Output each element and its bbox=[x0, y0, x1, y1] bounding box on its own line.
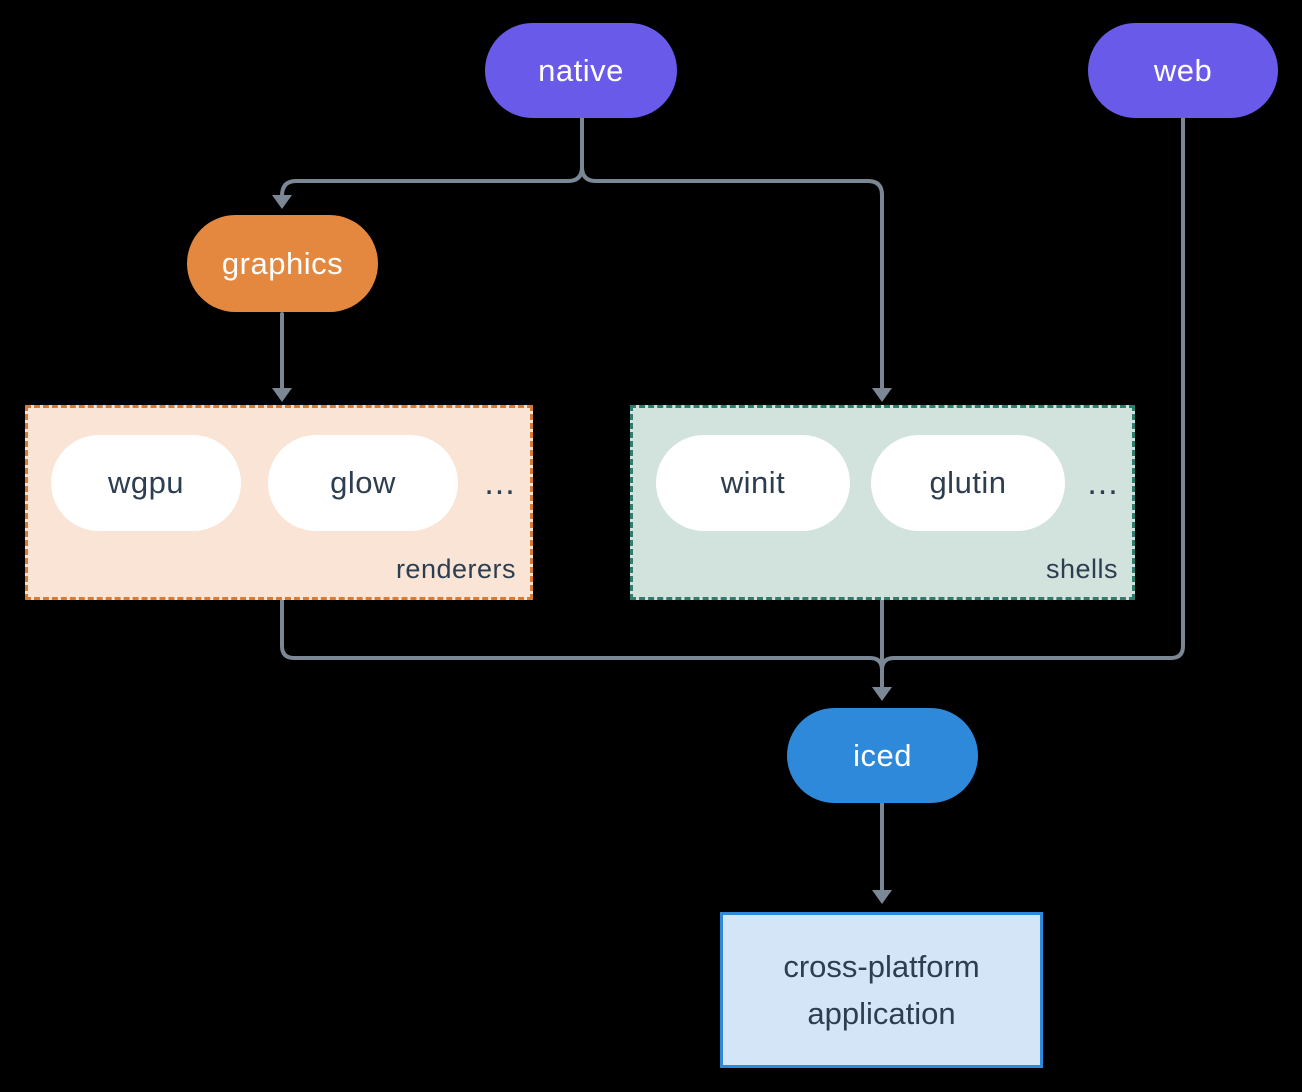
arrowhead-into-graphics bbox=[272, 195, 292, 209]
arrowhead-into-shells bbox=[872, 388, 892, 402]
renderers-ellipsis: ... bbox=[484, 463, 516, 502]
edge-native-to-shells bbox=[580, 165, 884, 391]
arrowhead-into-application bbox=[872, 890, 892, 904]
arrowhead-into-renderers bbox=[272, 388, 292, 402]
group-renderers: wgpu glow ... renderers bbox=[25, 405, 533, 600]
node-graphics: graphics bbox=[187, 215, 378, 312]
node-winit: winit bbox=[656, 435, 850, 531]
edge-renderers-to-iced bbox=[280, 597, 884, 672]
arrowhead-into-iced bbox=[872, 687, 892, 701]
group-shells: winit glutin ... shells bbox=[630, 405, 1135, 600]
node-web: web bbox=[1088, 23, 1278, 118]
node-glutin: glutin bbox=[871, 435, 1065, 531]
edge-native-to-graphics bbox=[280, 165, 584, 198]
node-cross-platform-application: cross-platform application bbox=[720, 912, 1043, 1068]
node-glow: glow bbox=[268, 435, 458, 531]
renderers-group-label: renderers bbox=[395, 554, 516, 584]
shells-ellipsis: ... bbox=[1087, 463, 1119, 502]
node-native: native bbox=[485, 23, 677, 118]
node-wgpu: wgpu bbox=[51, 435, 241, 531]
shells-group-label: shells bbox=[1045, 554, 1118, 584]
node-iced: iced bbox=[787, 708, 978, 803]
